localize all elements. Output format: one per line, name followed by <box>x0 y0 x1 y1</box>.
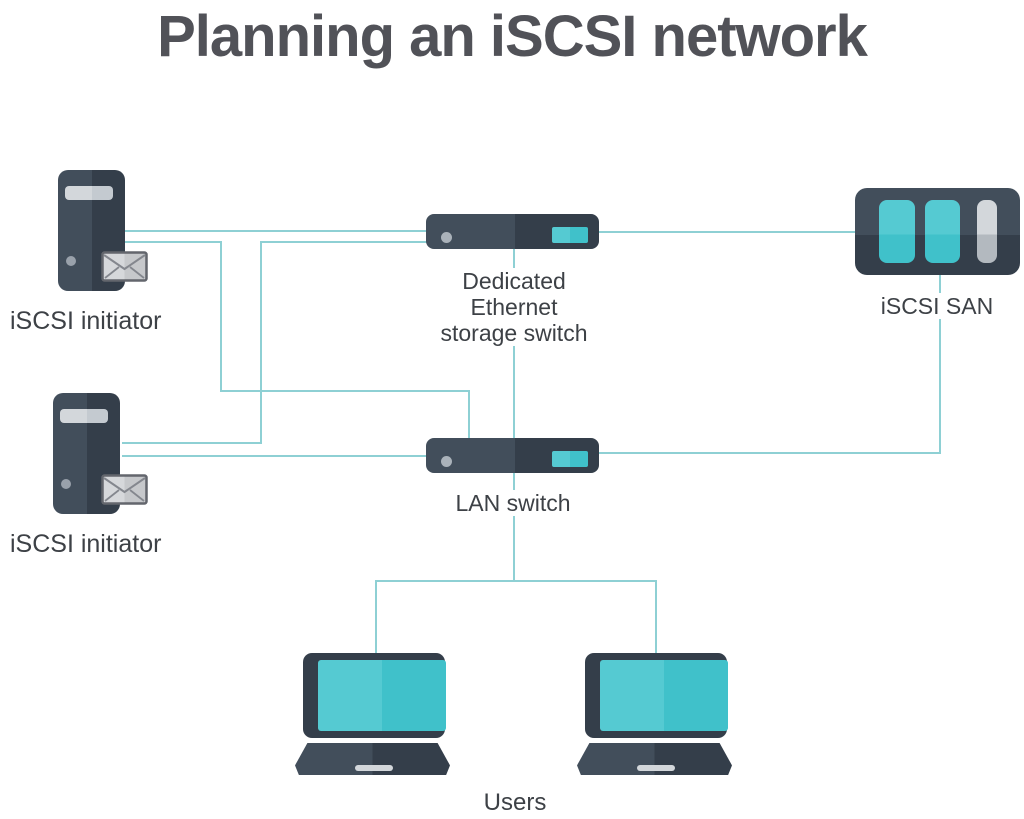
user-laptop-2 <box>577 653 732 775</box>
edge-init1-lan-switch-seg1 <box>124 241 222 243</box>
san-drive-bay-1 <box>879 200 915 263</box>
server-led <box>61 479 71 489</box>
san-drive-bay-2 <box>925 200 960 263</box>
edge-init1-lan-switch-seg3 <box>220 390 470 392</box>
user-laptop-1 <box>295 653 450 775</box>
edge-users-drop-2 <box>655 580 657 656</box>
label-storage-switch: Dedicated Ethernet storage switch <box>412 268 616 346</box>
label-iscsi-initiator-1: iSCSI initiator <box>10 307 162 335</box>
page-title: Planning an iSCSI network <box>157 4 868 69</box>
laptop-display <box>318 660 446 731</box>
envelope-icon <box>101 251 148 282</box>
switch-port-indicator <box>552 227 588 243</box>
label-storage-switch-line2: Ethernet <box>470 294 558 320</box>
label-iscsi-san: iSCSI SAN <box>857 293 1017 319</box>
dedicated-ethernet-storage-switch <box>426 214 599 249</box>
edge-storage-switch-san <box>598 231 857 233</box>
edge-init2-storage-switch-seg2 <box>260 241 262 444</box>
edge-san-lan-switch-seg2 <box>598 452 941 454</box>
edge-init2-storage-switch-seg3 <box>260 241 428 243</box>
iscsi-san <box>855 188 1020 275</box>
edge-init1-lan-switch-seg2 <box>220 241 222 392</box>
label-users: Users <box>483 789 547 816</box>
rack-switch-icon <box>426 214 599 249</box>
switch-led <box>441 232 452 243</box>
laptop-icon <box>585 653 728 738</box>
server-drive-slot <box>65 186 113 200</box>
edge-san-lan-switch-seg1 <box>939 274 941 454</box>
switch-led <box>441 456 452 467</box>
label-storage-switch-line3: storage switch <box>440 320 588 346</box>
lan-switch <box>426 438 599 473</box>
edge-users-drop-1 <box>375 580 377 656</box>
edge-users-split-bar <box>375 580 657 582</box>
server-led <box>66 256 76 266</box>
laptop-icon <box>303 653 446 738</box>
label-iscsi-initiator-2: iSCSI initiator <box>10 530 162 558</box>
san-drive-bay-3 <box>977 200 997 263</box>
envelope-icon <box>101 474 148 505</box>
edge-lan-switch-users-trunk <box>513 472 515 582</box>
edge-init2-storage-switch-seg1 <box>122 442 262 444</box>
laptop-touchbar <box>637 765 675 771</box>
storage-array-icon <box>855 188 1020 275</box>
label-lan-switch: LAN switch <box>438 490 588 516</box>
edge-init1-lan-switch-seg4 <box>468 390 470 438</box>
edge-init1-storage-switch <box>124 230 426 232</box>
label-storage-switch-line1: Dedicated <box>462 268 566 294</box>
edge-init2-lan-switch <box>122 455 428 457</box>
server-drive-slot <box>60 409 108 423</box>
laptop-display <box>600 660 728 731</box>
rack-switch-icon <box>426 438 599 473</box>
switch-port-indicator <box>552 451 588 467</box>
laptop-touchbar <box>355 765 393 771</box>
